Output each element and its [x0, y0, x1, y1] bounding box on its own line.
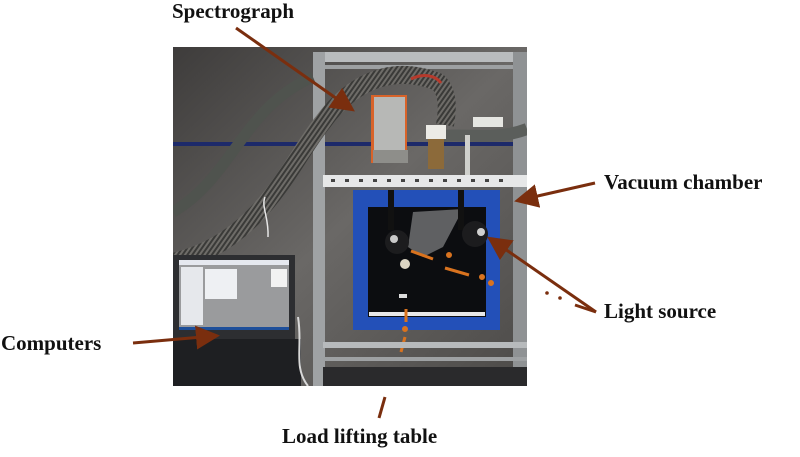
arrow-computers: [132, 325, 220, 350]
valve-body: [428, 139, 444, 169]
lifting-table-rail: [323, 342, 527, 348]
light-source-left: [385, 230, 409, 254]
arrow-light-source-secondary: [574, 303, 597, 314]
label-load-lifting-table: Load lifting table: [282, 424, 438, 448]
arrow-spectrograph: [235, 26, 355, 112]
inner-orange-markers: [399, 249, 494, 353]
label-computers: Computers: [1, 331, 102, 355]
blue-rail: [173, 142, 527, 146]
light-source-right: [462, 221, 488, 247]
sample-holder: [400, 259, 410, 269]
arrow-light-source: [487, 236, 597, 314]
frame-top: [313, 52, 527, 62]
arrow-load-lifting-table: [377, 396, 387, 419]
valve-coupling: [426, 125, 446, 139]
arrow-vacuum-chamber: [514, 181, 596, 208]
laptop-keyboard: [173, 339, 301, 386]
hose-thin: [173, 71, 316, 217]
strut-channel: [323, 175, 527, 187]
setup-photo-drawing: [173, 47, 527, 386]
label-vacuum-chamber: Vacuum chamber: [604, 170, 763, 194]
setup-photo: [173, 47, 527, 386]
label-light-source: Light source: [604, 299, 717, 323]
label-spectrograph: Spectrograph: [172, 0, 295, 23]
